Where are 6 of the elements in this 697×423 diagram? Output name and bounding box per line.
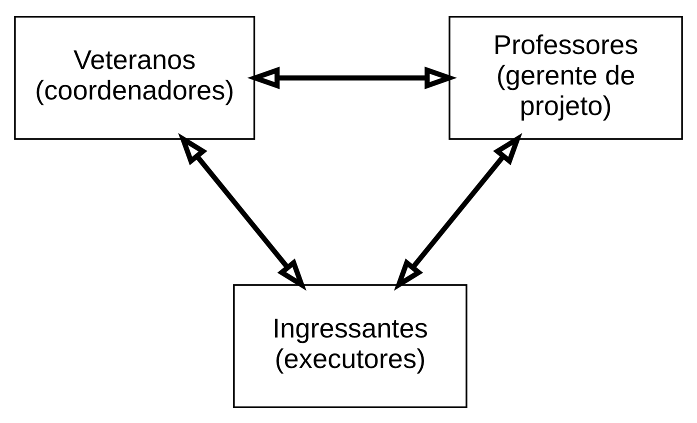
node-box: Professores (gerente de projeto): [448, 15, 683, 140]
node-box: Ingressantes (executores): [233, 284, 468, 408]
arrow: [178, 132, 306, 290]
arrow: [247, 66, 457, 89]
node-box: Veteranos (coordenadores): [14, 15, 256, 140]
arrow: [394, 132, 522, 290]
